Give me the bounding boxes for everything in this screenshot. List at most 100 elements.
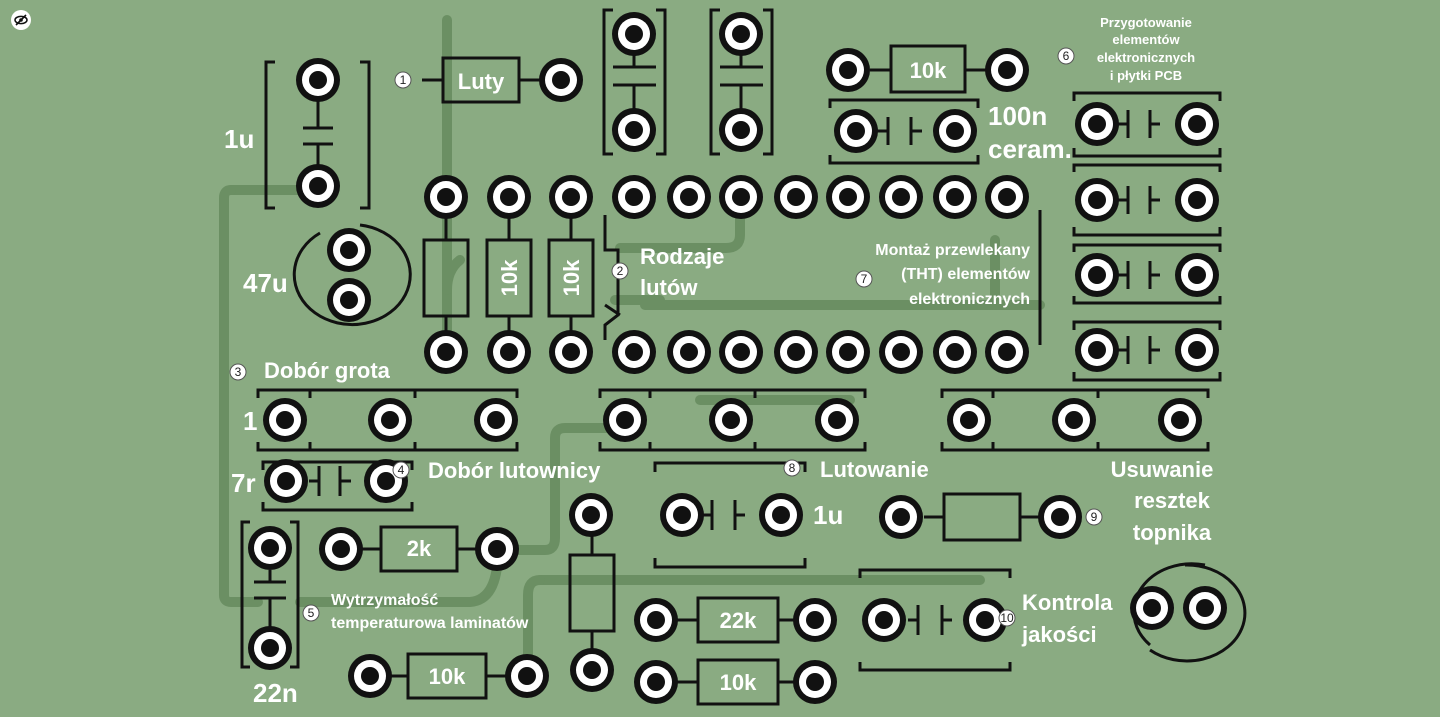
solder-pad [248, 526, 292, 570]
label-line: Wytrzymałość [331, 592, 438, 609]
value-100n: 100n [988, 101, 1047, 131]
value-47u: 47u [243, 268, 288, 298]
step-markers: 1 2 3 4 5 6 7 8 9 10 [229, 47, 1103, 627]
solder-pad [424, 330, 468, 374]
step-marker-2[interactable]: 2 [611, 262, 629, 280]
solder-pad [985, 48, 1029, 92]
solder-pad [667, 330, 711, 374]
eye-slash-icon[interactable] [11, 10, 31, 30]
label-line: Rodzaje [640, 244, 724, 269]
step-marker-8[interactable]: 8 [783, 459, 801, 477]
value-luty: Luty [458, 69, 505, 94]
value-10k-bottom-2: 10k [720, 670, 757, 695]
pads [248, 12, 1227, 704]
step-marker-number: 10 [1000, 611, 1014, 625]
section-usuwanie[interactable]: Usuwanie resztek topnika [1111, 457, 1214, 545]
solder-pad [947, 398, 991, 442]
solder-pad [963, 598, 1007, 642]
solder-pad [319, 527, 363, 571]
step-marker-number: 7 [861, 272, 868, 286]
value-ceram: ceram. [988, 134, 1072, 164]
label-line: Montaż przewlekany [875, 242, 1030, 259]
solder-pad [487, 330, 531, 374]
step-marker-number: 9 [1091, 510, 1098, 524]
solder-pad [1175, 178, 1219, 222]
solder-pad [1175, 328, 1219, 372]
eye-slash-glyph [14, 14, 28, 26]
solder-pad [1075, 178, 1119, 222]
label-line: Kontrola [1022, 590, 1113, 615]
step-marker-number: 6 [1063, 49, 1070, 63]
value-7r: 7r [231, 468, 256, 498]
step-marker-9[interactable]: 9 [1085, 508, 1103, 526]
value-1u-left: 1u [224, 124, 254, 154]
solder-pad [826, 48, 870, 92]
solder-pad [719, 330, 763, 374]
solder-pad [815, 398, 859, 442]
label-line: jakości [1021, 622, 1097, 647]
silkscreen [240, 8, 1247, 706]
value-10k-vert-2: 10k [559, 259, 584, 296]
value-22k: 22k [720, 608, 757, 633]
solder-pad [474, 398, 518, 442]
solder-pad [505, 654, 549, 698]
solder-pad [1052, 398, 1096, 442]
section-rodzaje[interactable]: Rodzaje lutów [640, 244, 724, 300]
solder-pad [612, 12, 656, 56]
label-line: Usuwanie [1111, 457, 1214, 482]
solder-pad [487, 175, 531, 219]
label-line: (THT) elementów [901, 266, 1030, 283]
label-line: temperaturowa laminatów [331, 615, 529, 632]
solder-pad [719, 12, 763, 56]
section-montaz[interactable]: Montaż przewlekany (THT) elementów elekt… [875, 242, 1030, 308]
label-line: elektronicznych [909, 291, 1030, 308]
label-line: lutów [640, 275, 698, 300]
label-line: elektronicznych [1097, 50, 1195, 65]
step-marker-number: 4 [398, 463, 405, 477]
solder-pad [719, 175, 763, 219]
label-line: elementów [1112, 32, 1180, 47]
solder-pad [826, 330, 870, 374]
section-przygotowanie[interactable]: Przygotowanie elementów elektronicznych … [1097, 15, 1195, 83]
solder-pad [570, 648, 614, 692]
step-marker-7[interactable]: 7 [855, 270, 873, 288]
section-dobor-grota[interactable]: Dobór grota [264, 358, 391, 383]
solder-pad [1075, 102, 1119, 146]
step-marker-5[interactable]: 5 [302, 604, 320, 622]
solder-pad [603, 398, 647, 442]
section-wytrzymalosc[interactable]: Wytrzymałość temperaturowa laminatów [331, 592, 529, 632]
solder-pad [985, 330, 1029, 374]
step-marker-4[interactable]: 4 [392, 461, 410, 479]
solder-pad [634, 660, 678, 704]
solder-pad [985, 175, 1029, 219]
solder-pad [774, 330, 818, 374]
solder-pad [263, 398, 307, 442]
solder-pad [549, 175, 593, 219]
solder-pad [424, 175, 468, 219]
solder-pad [793, 660, 837, 704]
value-2k: 2k [407, 536, 432, 561]
step-marker-number: 2 [617, 264, 624, 278]
solder-pad [879, 330, 923, 374]
section-dobor-lutownicy[interactable]: Dobór lutownicy [428, 458, 601, 483]
solder-pad [264, 459, 308, 503]
solder-pad [612, 330, 656, 374]
solder-pad [1075, 328, 1119, 372]
section-kontrola[interactable]: Kontrola jakości [1021, 590, 1113, 647]
section-lutowanie[interactable]: Lutowanie [820, 457, 929, 482]
solder-pad [759, 493, 803, 537]
solder-pad [933, 175, 977, 219]
solder-pad [834, 109, 878, 153]
solder-pad [612, 108, 656, 152]
solder-pad [879, 495, 923, 539]
solder-pad [862, 598, 906, 642]
step-marker-6[interactable]: 6 [1057, 47, 1075, 65]
step-marker-3[interactable]: 3 [229, 363, 247, 381]
step-marker-10[interactable]: 10 [998, 609, 1016, 627]
solder-pad [1130, 586, 1174, 630]
value-1u-mid: 1u [813, 500, 843, 530]
value-10k-vert-1: 10k [497, 259, 522, 296]
solder-pad [475, 527, 519, 571]
step-marker-1[interactable]: 1 [394, 71, 412, 89]
